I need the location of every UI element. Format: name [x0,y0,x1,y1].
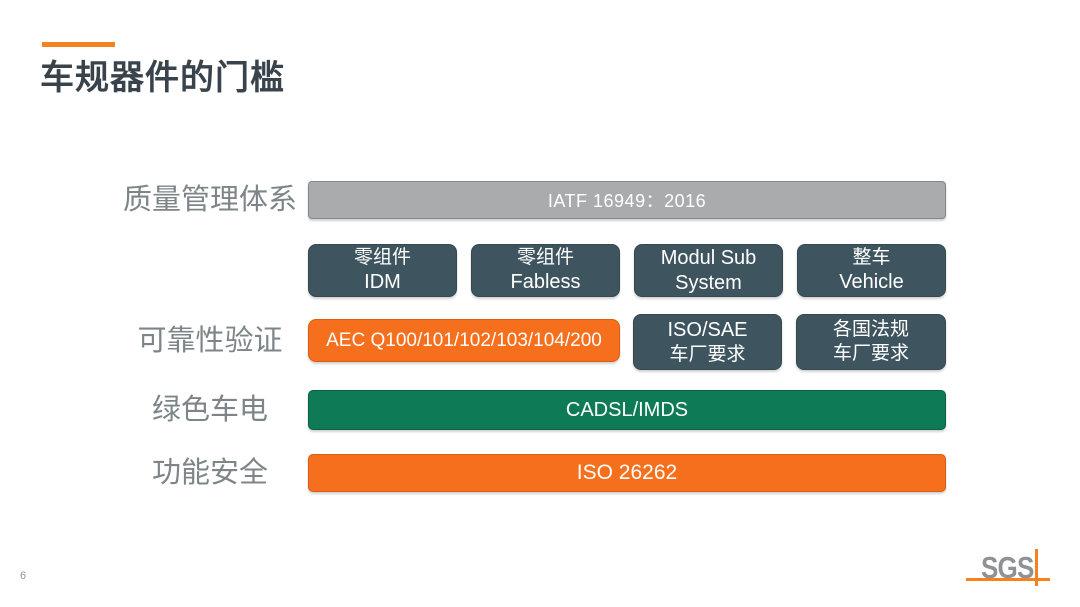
iso-26262-bar: ISO 26262 [308,454,946,492]
segment-box-line: Modul Sub [660,246,757,269]
label-functional-safety: 功能安全 [151,457,268,489]
page-title: 车规器件的门槛 [40,60,285,97]
segment-box-line: Fabless [510,270,581,293]
sgs-logo-text: SGS [981,550,1034,585]
segment-box-line: IDM [364,270,401,293]
national-regulations-box: 各国法规 车厂要求 [796,314,946,370]
box-line: ISO/SAE [667,318,748,341]
box-line: 车厂要求 [832,343,909,364]
cadsl-imds-bar: CADSL/IMDS [308,390,946,430]
segment-box-line: 零组件 [353,247,411,269]
segment-box-fabless: 零组件 Fabless [471,244,620,297]
iso-sae-oem-box: ISO/SAE 车厂要求 [633,314,782,370]
segment-box-line: 整车 [852,247,891,269]
label-quality-management: 质量管理体系 [122,184,297,216]
iatf-16949-bar: IATF 16949：2016 [308,181,946,219]
label-green-vehicle-electronics: 绿色车电 [151,394,268,426]
segment-box-vehicle: 整车 Vehicle [797,244,946,297]
box-line: 各国法规 [832,319,909,341]
segment-box-line: 零组件 [516,247,574,269]
segment-box-line: System [675,271,742,294]
page-number: 6 [20,570,27,582]
label-reliability-verification: 可靠性验证 [137,325,283,357]
box-line: 车厂要求 [669,343,746,365]
title-accent-line [42,42,115,47]
segment-box-module-subsystem: Modul Sub System [634,244,783,297]
aec-q100-box: AEC Q100/101/102/103/104/200 [308,319,620,362]
sgs-logo-horizontal-line-icon [966,578,1050,581]
segment-box-idm: 零组件 IDM [308,244,457,297]
sgs-logo-vertical-line-icon [1035,549,1038,586]
segment-box-row: 零组件 IDM 零组件 Fabless Modul Sub System 整车 … [308,244,946,297]
segment-box-line: Vehicle [839,270,904,293]
